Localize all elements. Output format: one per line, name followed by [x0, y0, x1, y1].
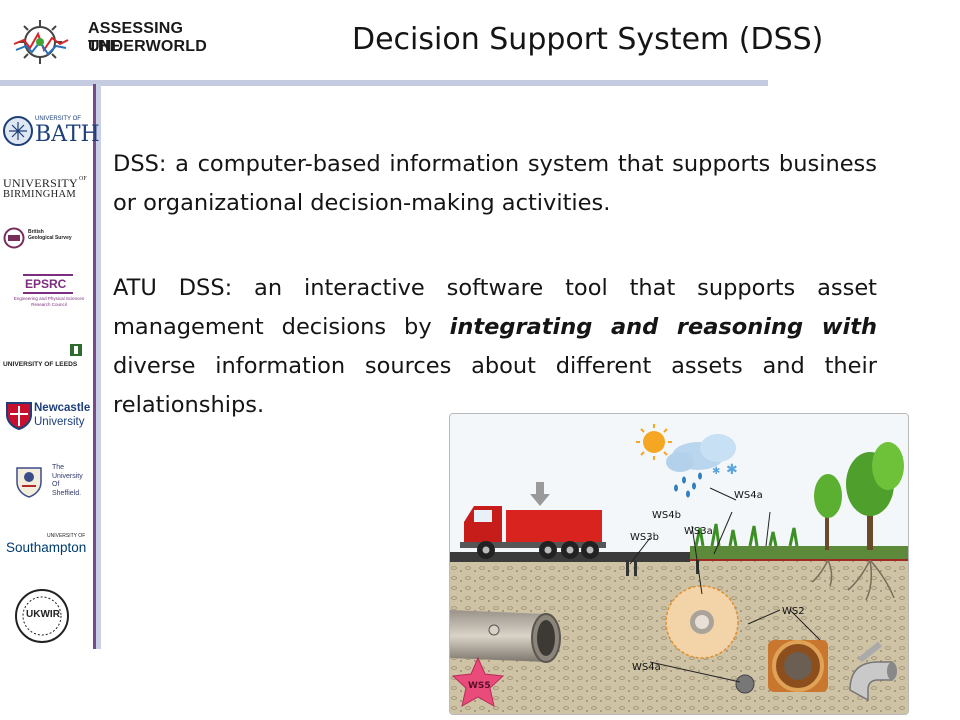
- corroded-pipe: [768, 640, 828, 692]
- sheffield-line1: The: [52, 464, 65, 471]
- main-content: DSS: a computer-based information system…: [113, 145, 877, 425]
- gravel-pipe-bed: [665, 585, 739, 659]
- southampton-main: Southampton: [6, 540, 87, 555]
- birmingham-of: OF: [79, 176, 87, 182]
- newcastle-shield-icon: [6, 402, 32, 430]
- bath-logo: UNIVERSITY OF BATH: [3, 114, 100, 150]
- label-ws3a: WS3a: [684, 526, 713, 537]
- underworld-logo-icon: [13, 20, 69, 64]
- dss-definition: DSS: a computer-based information system…: [113, 151, 877, 216]
- bath-main: BATH: [35, 122, 100, 147]
- epsrc-sub1: Engineering and Physical Sciences: [13, 296, 85, 301]
- main-pipe: [450, 610, 561, 663]
- grass-surface: [690, 546, 908, 560]
- label-ws5: WS5: [468, 681, 491, 691]
- bgs-emblem-icon: [3, 227, 25, 249]
- bath-top: UNIVERSITY OF: [35, 116, 81, 122]
- atu-dss-text-end: diverse information sources about differ…: [113, 353, 877, 418]
- birmingham-main: BIRMINGHAM: [3, 189, 77, 200]
- trees-icon: [694, 442, 904, 550]
- svg-text:✱: ✱: [712, 466, 720, 477]
- newcastle-line2: University: [34, 416, 85, 428]
- bgs-logo: British Geological Survey: [3, 227, 93, 249]
- sheffield-line4: Sheffield.: [52, 489, 82, 497]
- ws5-star-icon: WS5: [451, 656, 505, 707]
- header-divider: [0, 80, 768, 86]
- atu-dss-text-start: ATU DSS: an interactive software tool th…: [113, 275, 877, 340]
- page-title: Decision Support System (DSS): [352, 22, 824, 57]
- birmingham-top: UNIVERSITY: [3, 176, 78, 190]
- epsrc-main: EPSRC: [25, 277, 67, 291]
- ukwir-text: UKWIR: [26, 609, 60, 620]
- sensor-probes: [626, 560, 699, 576]
- bath-crest-icon: [3, 116, 33, 146]
- sun-icon: [636, 424, 672, 460]
- svg-text:✱: ✱: [726, 462, 738, 478]
- tree-roots-icon: [811, 559, 895, 601]
- atu-dss-definition: ATU DSS: an interactive software tool th…: [113, 269, 877, 425]
- epsrc-logo: EPSRC Engineering and Physical Sciences …: [3, 274, 93, 312]
- sheffield-crest-icon: [16, 467, 42, 498]
- logo-line2: UNDERWORLD: [88, 38, 208, 55]
- underground-infrastructure-diagram: ✱ ✱: [449, 413, 909, 715]
- sheffield-logo: The University Of Sheffield.: [3, 460, 93, 504]
- label-ws4b: WS4b: [652, 510, 681, 521]
- logo-line1: ASSESSING THE: [88, 20, 184, 55]
- label-ws4a-top: WS4a: [734, 490, 763, 501]
- ukwir-logo: UKWIR: [3, 588, 93, 644]
- southampton-top: UNIVERSITY OF: [47, 533, 86, 539]
- annotation-lines: [629, 487, 821, 683]
- sidebar-divider: [93, 84, 101, 649]
- label-ws4a-bottom: WS4a: [632, 662, 661, 673]
- truck-icon: [460, 506, 606, 559]
- ukwir-seal-icon: [15, 589, 69, 643]
- label-ws3b: WS3b: [630, 532, 659, 543]
- elbow-pipe: [849, 641, 897, 702]
- atu-logo: ASSESSING THE UNDERWORLD: [10, 10, 210, 70]
- load-arrow-icon: [530, 482, 550, 506]
- leeds-logo: UNIVERSITY OF LEEDS: [3, 343, 93, 373]
- sheffield-line3: Of: [52, 481, 60, 488]
- epsrc-sub2: Research Council: [31, 302, 67, 307]
- label-ws2: WS2: [782, 606, 805, 617]
- newcastle-logo: Newcastle University: [3, 400, 93, 432]
- newcastle-line1: Newcastle: [34, 402, 91, 414]
- leeds-crest-icon: [70, 344, 82, 356]
- leeds-text: UNIVERSITY OF LEEDS: [3, 361, 78, 368]
- bgs-line2: Geological Survey: [28, 235, 72, 241]
- southampton-logo: UNIVERSITY OF Southampton: [3, 533, 93, 557]
- sheffield-line2: University: [52, 472, 83, 480]
- small-pipe: [735, 674, 755, 694]
- birmingham-logo: UNIVERSITY OF BIRMINGHAM: [3, 176, 93, 204]
- bgs-line1: British: [28, 229, 44, 235]
- rain-cloud-icon: ✱ ✱: [666, 434, 738, 498]
- atu-dss-emphasis: integrating and reasoning with: [449, 314, 878, 340]
- diagram-illustration: ✱ ✱: [450, 414, 908, 714]
